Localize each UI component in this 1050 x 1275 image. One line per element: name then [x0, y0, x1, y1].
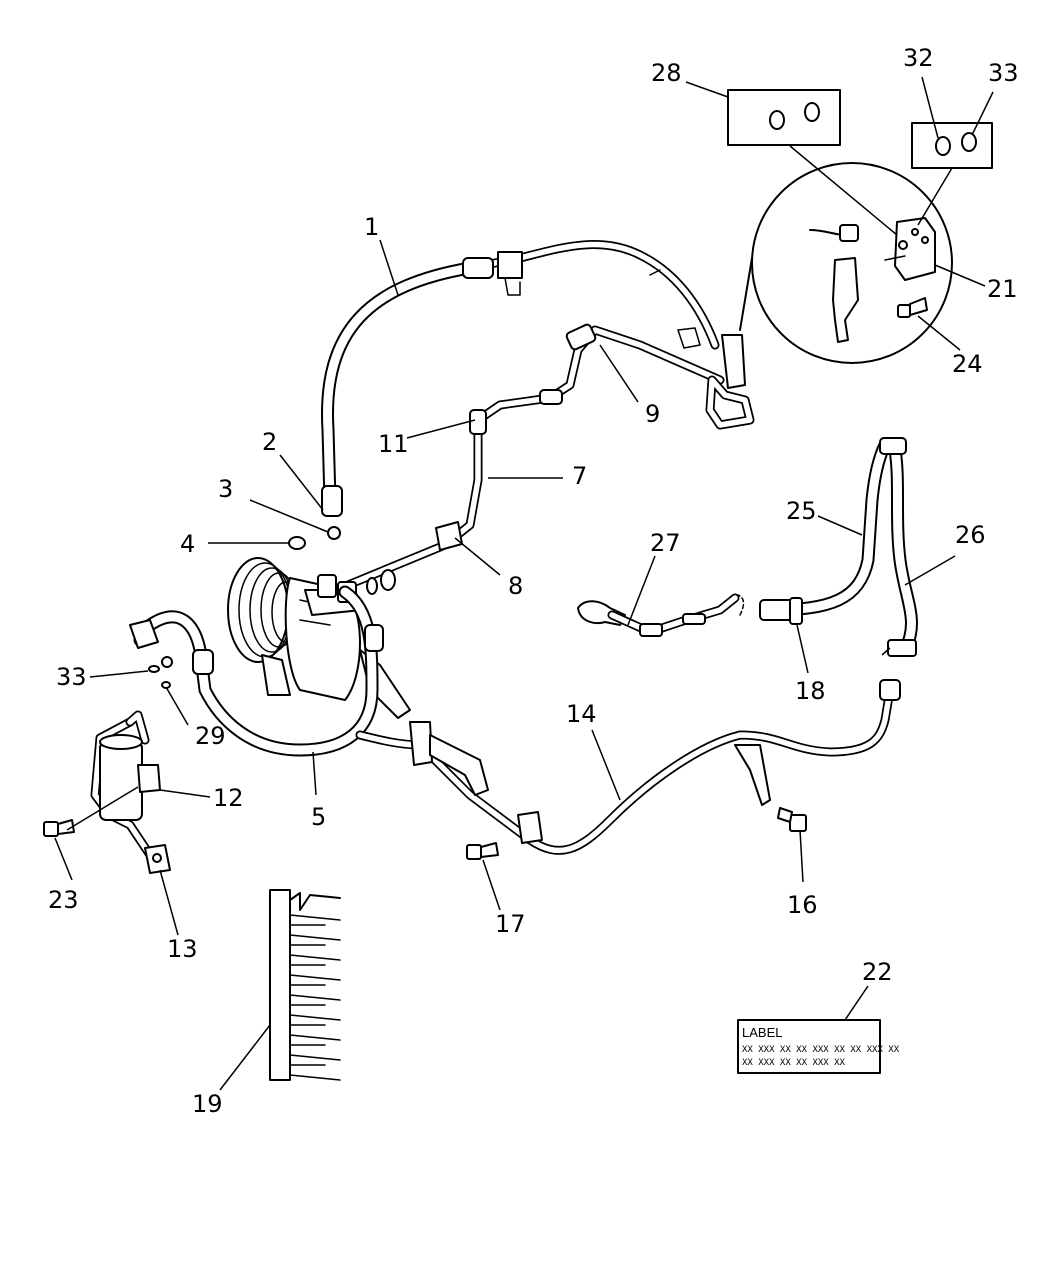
- label-plate-line-1: XX XXX XX XX XXX XX XX XXX XX: [742, 1045, 900, 1055]
- line-fitting-11: [469, 409, 487, 435]
- hose-clamp: [887, 639, 917, 657]
- part-12-receiver-drier: [90, 710, 171, 874]
- callout-8: 8: [508, 572, 523, 600]
- part-22-label-plate: LABEL XX XXX XX XX XXX XX XX XXX XX XX X…: [737, 1019, 900, 1074]
- hose-clamp: [497, 251, 523, 279]
- detail-view-expansion-valve: [739, 162, 953, 364]
- part-5-discharge-hose: [129, 585, 384, 757]
- o-ring: [366, 577, 378, 595]
- callout-9: 9: [645, 400, 660, 428]
- hose-end: [879, 437, 907, 455]
- clip-8: [435, 521, 463, 551]
- o-ring-33: [148, 665, 160, 673]
- part-25-26-heater-hoses: [737, 437, 918, 657]
- clip: [517, 811, 543, 844]
- callout-22: 22: [862, 958, 893, 986]
- bolt-16: [777, 807, 807, 832]
- callout-numbers: 1 2 3 4 5 7 8 9 11 12 13 14 16 17 18 19 …: [48, 44, 1019, 1118]
- o-ring-4: [288, 536, 306, 550]
- label-plate-heading: LABEL: [742, 1025, 782, 1040]
- callout-28: 28: [651, 59, 682, 87]
- callout-21: 21: [987, 275, 1018, 303]
- evap-line-bracket: [832, 257, 859, 343]
- callout-29: 29: [195, 722, 226, 750]
- callout-27: 27: [650, 529, 681, 557]
- hose-ferrule: [364, 624, 384, 652]
- callout-5: 5: [311, 803, 326, 831]
- callout-26: 26: [955, 521, 986, 549]
- part-1-suction-hose: [321, 240, 720, 540]
- compressor-mount-ear: [261, 654, 291, 696]
- o-ring: [380, 569, 396, 591]
- bolt-23: [43, 819, 75, 837]
- callout-18: 18: [795, 677, 826, 705]
- part-14-liquid-tube: [355, 679, 901, 855]
- callout-23: 23: [48, 886, 79, 914]
- o-ring-box-28: [727, 89, 841, 146]
- drier-bracket-12: [137, 764, 161, 793]
- bolt-24: [897, 297, 928, 318]
- line-fitting: [539, 389, 563, 405]
- fitting-3: [327, 526, 341, 540]
- part-7-liquid-line: [343, 323, 755, 590]
- bolt-17: [466, 842, 499, 860]
- bracket: [721, 334, 746, 389]
- hose-ferrule: [462, 257, 494, 279]
- hose-ferrule: [321, 485, 343, 517]
- tube-bracket: [429, 734, 489, 796]
- callout-17: 17: [495, 910, 526, 938]
- callout-33-top: 33: [988, 59, 1019, 87]
- drier-canister: [99, 741, 143, 821]
- callout-19: 19: [192, 1090, 223, 1118]
- hose-ferrule: [192, 649, 214, 675]
- leader-lines: [54, 76, 994, 1091]
- callout-16: 16: [787, 891, 818, 919]
- tube-bracket: [734, 744, 771, 806]
- callout-32: 32: [903, 44, 934, 72]
- callout-11: 11: [378, 430, 409, 458]
- callout-14: 14: [566, 700, 597, 728]
- callout-25: 25: [786, 497, 817, 525]
- callout-3: 3: [218, 475, 233, 503]
- callout-7: 7: [572, 462, 587, 490]
- callout-2: 2: [262, 428, 277, 456]
- callout-1: 1: [364, 213, 379, 241]
- callout-13: 13: [167, 935, 198, 963]
- callout-4: 4: [180, 530, 195, 558]
- ac-compressor: [227, 557, 411, 719]
- hose-block-fitting: [129, 619, 159, 649]
- hose-clamp-18: [789, 597, 803, 625]
- tube-end-fitting: [879, 679, 901, 701]
- callout-24: 24: [952, 350, 983, 378]
- o-ring-box-32-33: [911, 122, 993, 169]
- part-27-vacuum-line: [577, 593, 740, 637]
- part-19-condenser: [269, 889, 341, 1081]
- line-fitting-9: [565, 323, 597, 351]
- clip: [409, 721, 433, 766]
- callout-33-left: 33: [56, 663, 87, 691]
- callout-12: 12: [213, 784, 244, 812]
- label-plate-line-2: XX XXX XX XX XXX XX: [742, 1058, 846, 1068]
- expansion-valve-21: [894, 217, 936, 281]
